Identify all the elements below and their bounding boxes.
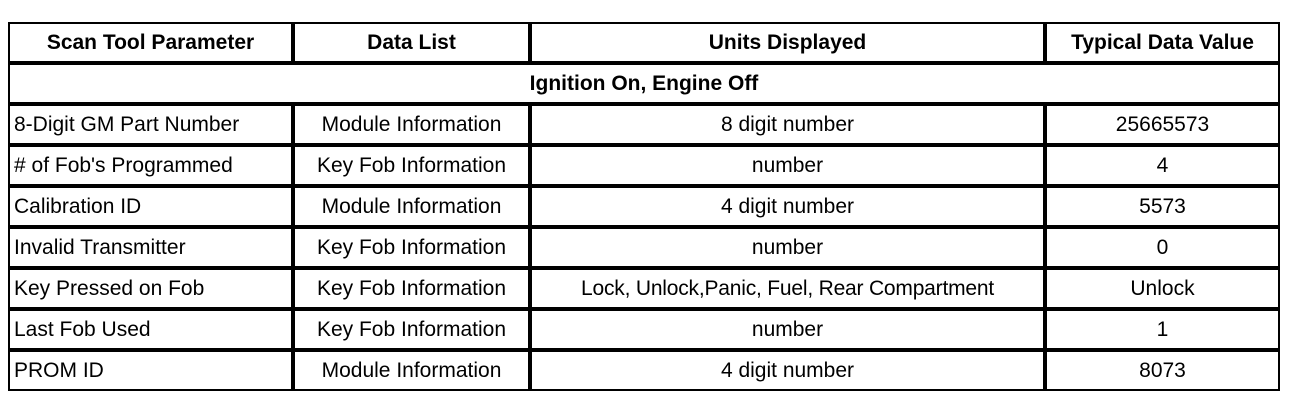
- cell-units: 4 digit number: [530, 186, 1045, 227]
- cell-parameter: PROM ID: [8, 350, 293, 391]
- cell-typical-value: 25665573: [1045, 104, 1280, 145]
- column-header-typical-data-value: Typical Data Value: [1045, 22, 1280, 63]
- column-header-units-displayed: Units Displayed: [530, 22, 1045, 63]
- cell-typical-value: 0: [1045, 227, 1280, 268]
- column-header-data-list: Data List: [293, 22, 530, 63]
- cell-parameter: 8-Digit GM Part Number: [8, 104, 293, 145]
- cell-units: 4 digit number: [530, 350, 1045, 391]
- cell-parameter: Invalid Transmitter: [8, 227, 293, 268]
- table-row: # of Fob's Programmed Key Fob Informatio…: [8, 145, 1280, 186]
- cell-units: Lock, Unlock,Panic, Fuel, Rear Compartme…: [530, 268, 1045, 309]
- cell-data-list: Key Fob Information: [293, 309, 530, 350]
- table-row: Key Pressed on Fob Key Fob Information L…: [8, 268, 1280, 309]
- cell-data-list: Key Fob Information: [293, 227, 530, 268]
- cell-data-list: Key Fob Information: [293, 268, 530, 309]
- cell-data-list: Module Information: [293, 350, 530, 391]
- cell-typical-value: 4: [1045, 145, 1280, 186]
- cell-typical-value: Unlock: [1045, 268, 1280, 309]
- column-header-scan-tool-parameter: Scan Tool Parameter: [8, 22, 293, 63]
- table-section-row: Ignition On, Engine Off: [8, 63, 1280, 104]
- cell-typical-value: 5573: [1045, 186, 1280, 227]
- cell-data-list: Module Information: [293, 186, 530, 227]
- table-row: PROM ID Module Information 4 digit numbe…: [8, 350, 1280, 391]
- cell-parameter: Calibration ID: [8, 186, 293, 227]
- cell-units: number: [530, 227, 1045, 268]
- cell-units: number: [530, 145, 1045, 186]
- cell-typical-value: 8073: [1045, 350, 1280, 391]
- scan-tool-parameter-table: Scan Tool Parameter Data List Units Disp…: [8, 22, 1280, 391]
- table-row: Last Fob Used Key Fob Information number…: [8, 309, 1280, 350]
- cell-units: number: [530, 309, 1045, 350]
- section-title-ignition-on-engine-off: Ignition On, Engine Off: [8, 63, 1280, 104]
- cell-units: 8 digit number: [530, 104, 1045, 145]
- table-row: 8-Digit GM Part Number Module Informatio…: [8, 104, 1280, 145]
- cell-parameter: # of Fob's Programmed: [8, 145, 293, 186]
- table-row: Calibration ID Module Information 4 digi…: [8, 186, 1280, 227]
- cell-parameter: Key Pressed on Fob: [8, 268, 293, 309]
- table-header-row: Scan Tool Parameter Data List Units Disp…: [8, 22, 1280, 63]
- cell-data-list: Key Fob Information: [293, 145, 530, 186]
- cell-data-list: Module Information: [293, 104, 530, 145]
- table-row: Invalid Transmitter Key Fob Information …: [8, 227, 1280, 268]
- cell-parameter: Last Fob Used: [8, 309, 293, 350]
- cell-typical-value: 1: [1045, 309, 1280, 350]
